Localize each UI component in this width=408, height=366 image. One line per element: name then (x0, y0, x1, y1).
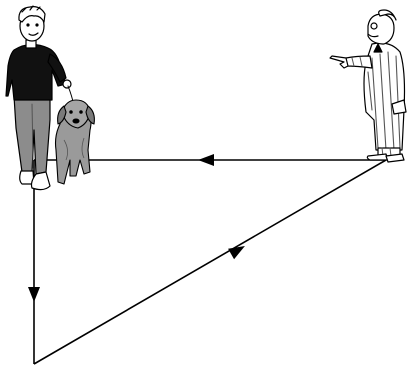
old-man-slipper-right (386, 154, 404, 162)
old-man-slipper-left (367, 154, 388, 160)
old-man-pointing-illustration (330, 10, 406, 162)
man-hand (63, 80, 71, 88)
dog-nose (73, 119, 79, 123)
down-arrow-icon (28, 287, 40, 302)
left-arrow-icon (198, 154, 214, 166)
up-right-arrow-icon (228, 241, 248, 259)
dog-illustration (56, 100, 95, 184)
pointing-hand (330, 56, 348, 68)
hypotenuse-edge-line (34, 160, 386, 364)
triangle-path (34, 160, 386, 364)
old-man-head (368, 14, 394, 44)
